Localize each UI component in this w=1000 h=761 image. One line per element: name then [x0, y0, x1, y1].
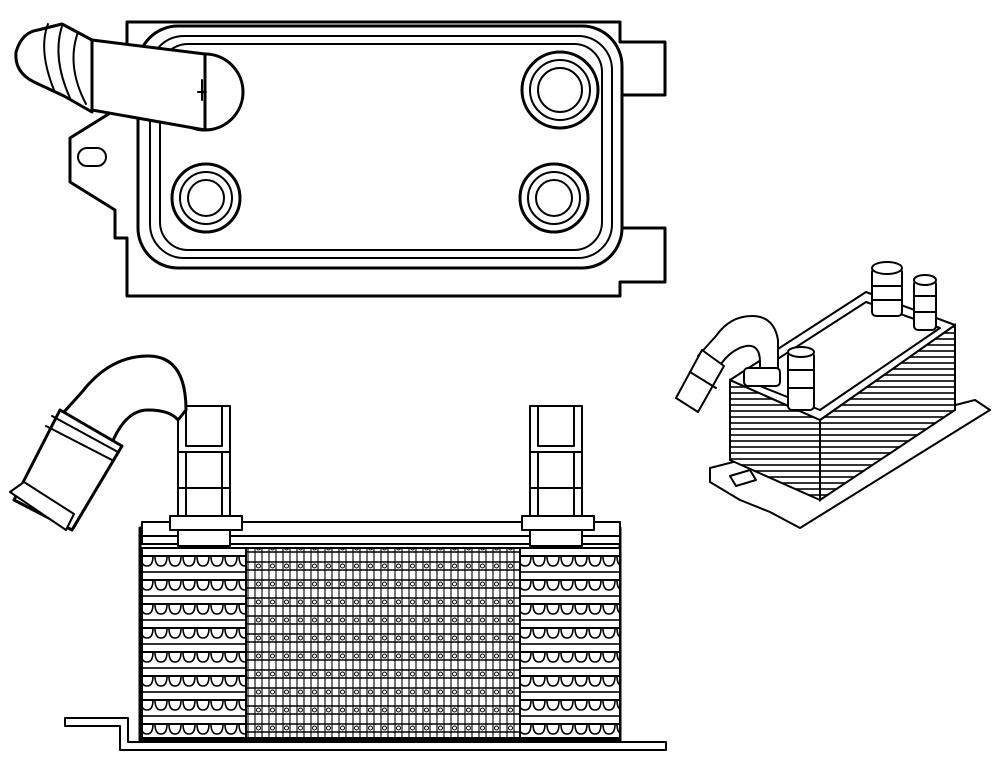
iso-port-back-right — [913, 274, 937, 331]
front-top-cover — [141, 521, 621, 545]
port-bottom-left — [170, 162, 242, 234]
iso-port-front — [787, 346, 815, 411]
mounting-slot — [77, 147, 107, 167]
iso-inlet-hose — [675, 315, 781, 413]
cooler-body-inner — [149, 35, 613, 259]
cooler-body — [136, 24, 624, 270]
top-view — [14, 20, 667, 298]
isometric-view — [675, 261, 991, 529]
front-port-left — [169, 405, 243, 547]
iso-port-back-left — [871, 261, 903, 317]
front-port-right — [521, 405, 595, 547]
port-bottom-right — [518, 162, 590, 234]
front-base-plate — [64, 717, 667, 751]
front-plate-stack-right — [519, 547, 621, 739]
front-inlet-hose — [9, 354, 188, 532]
inlet-pipe-top — [14, 22, 245, 132]
front-view — [9, 354, 667, 751]
port-top-right — [520, 50, 600, 130]
front-fin-core — [245, 547, 521, 739]
cooler-body-inner2 — [159, 43, 603, 251]
front-plate-stack-left — [141, 547, 247, 739]
